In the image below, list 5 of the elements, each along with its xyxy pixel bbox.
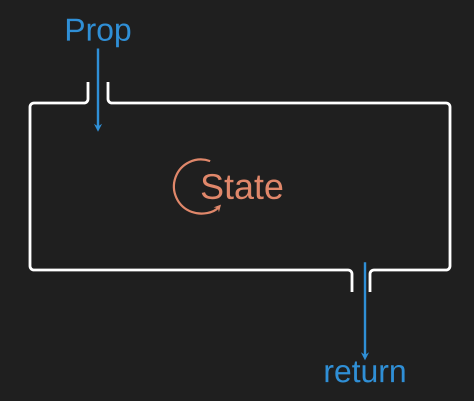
- text-label: Prop: [66, 18, 130, 48]
- text-label: return: [325, 362, 405, 382]
- container-box: [28, 82, 452, 292]
- state-label: State: [202, 174, 282, 200]
- loop-arrow: [172, 158, 221, 215]
